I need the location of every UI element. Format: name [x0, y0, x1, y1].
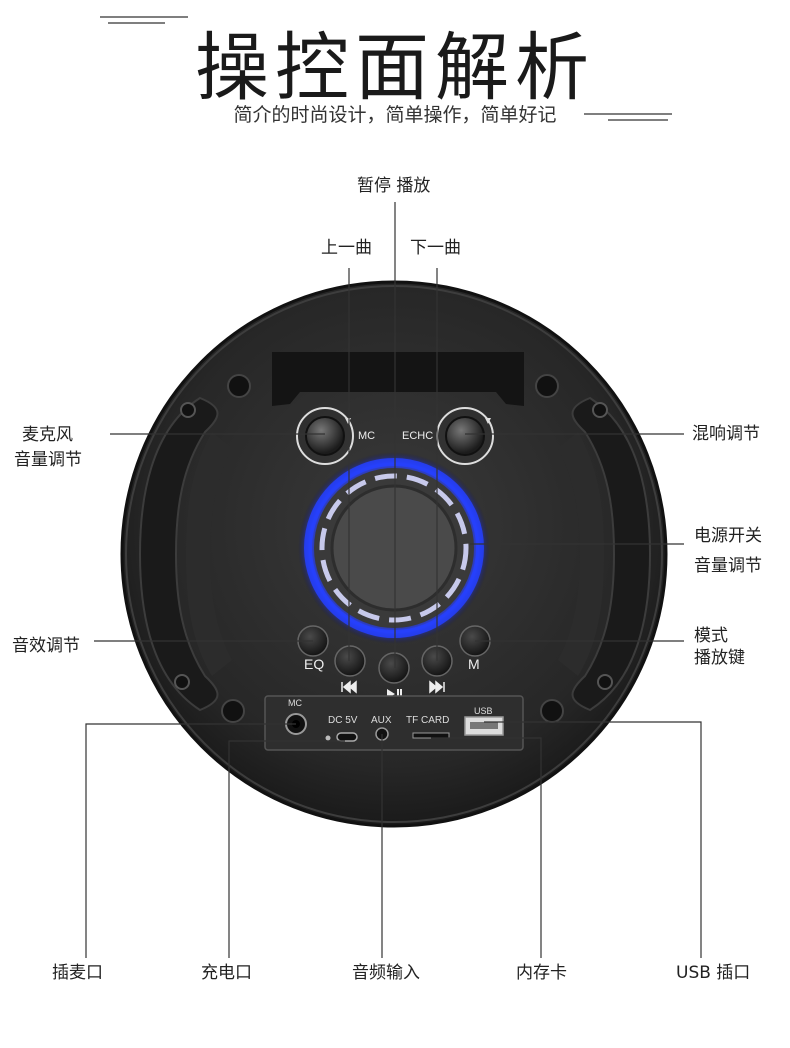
- knob-echo-label: ECHC: [402, 430, 434, 442]
- port-tf-label: TF CARD: [406, 715, 450, 726]
- tf-card-slot[interactable]: [412, 732, 450, 739]
- callout-power-volume-line1: 电源开关: [694, 526, 762, 546]
- callout-next-track: 下一曲: [410, 238, 461, 258]
- callout-play-pause: 暂停 播放: [357, 176, 431, 196]
- callout-charge-port: 充电口: [201, 963, 252, 983]
- leader-lines: [85, 202, 702, 958]
- header-decor-lines: [100, 16, 672, 121]
- callout-tf-card: 内存卡: [516, 963, 567, 983]
- port-panel: [264, 695, 524, 751]
- callout-echo: 混响调节: [692, 424, 760, 444]
- eq-button-label: EQ: [304, 656, 325, 672]
- callout-power-volume-line2: 音量调节: [694, 556, 762, 576]
- callout-prev-track: 上一曲: [321, 238, 372, 258]
- callout-aux-in: 音频输入: [352, 963, 420, 983]
- knob-mic-label: MC: [358, 430, 376, 442]
- callout-mic-jack: 插麦口: [52, 963, 103, 983]
- callout-eq: 音效调节: [12, 636, 80, 656]
- dc-port[interactable]: [336, 732, 358, 742]
- callout-mic-volume-line2: 音量调节: [14, 450, 82, 470]
- callout-mode-line1: 模式: [694, 626, 728, 646]
- callout-mic-volume-line1: 麦克风: [22, 425, 73, 445]
- port-usb-label: USB: [474, 706, 493, 716]
- port-dc-label: DC 5V: [328, 715, 358, 726]
- echo-knob[interactable]: [436, 407, 494, 465]
- callout-usb-port: USB 插口: [676, 963, 751, 983]
- mic-volume-knob[interactable]: [296, 407, 354, 465]
- callout-mode-line2: 播放键: [694, 648, 745, 668]
- port-aux-label: AUX: [371, 715, 392, 726]
- power-volume-dial[interactable]: [298, 452, 490, 644]
- page-subtitle: 简介的时尚设计，简单操作，简单好记: [233, 104, 557, 126]
- mode-button-label: M: [468, 656, 480, 672]
- page-title: 操控面解析: [195, 25, 595, 111]
- port-mic-label: MC: [288, 698, 302, 708]
- prev-track-button[interactable]: [334, 645, 366, 694]
